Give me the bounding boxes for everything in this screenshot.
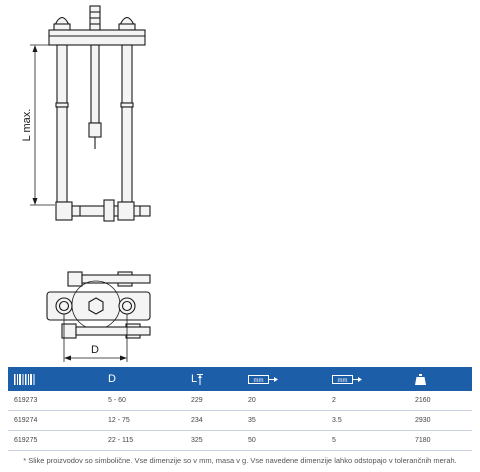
footnote: * Slike proizvodov so simbolične. Vse di… (23, 456, 457, 465)
cell-article: 619273 (14, 397, 38, 404)
cell-mass: 7180 (415, 437, 431, 444)
label-l-max: L max. (21, 109, 33, 142)
column-jaw-width: mm (332, 367, 362, 391)
cell-mass: 2160 (415, 397, 431, 404)
cell-jaw-width: 5 (332, 437, 336, 444)
jaw-width-unit: mm (338, 378, 348, 384)
cell-d: 5 - 60 (108, 397, 126, 404)
barcode-icon (14, 373, 35, 385)
column-d: D (108, 367, 116, 391)
cell-l: 229 (191, 397, 203, 404)
cell-mass: 2930 (415, 417, 431, 424)
column-jaw-depth: mm (248, 367, 278, 391)
table-row: 619273 5 - 60 229 20 2 2160 (8, 391, 472, 411)
spec-table-header: D L mm mm (8, 367, 472, 391)
table-row: 619274 12 - 75 234 35 3.5 2930 (8, 411, 472, 431)
jaw-width-icon: mm (332, 374, 362, 384)
puller-side-view (48, 5, 151, 222)
dimension-l-max (30, 44, 55, 206)
jaw-depth-icon: mm (248, 374, 278, 384)
column-mass (415, 367, 426, 391)
cell-jaw-depth: 20 (248, 397, 256, 404)
cell-jaw-depth: 35 (248, 417, 256, 424)
dimension-d (63, 314, 128, 362)
column-article (14, 367, 36, 391)
puller-top-view (46, 271, 151, 339)
weight-icon (415, 373, 426, 385)
cell-article: 619275 (14, 437, 38, 444)
label-d: D (91, 344, 99, 356)
cell-d: 12 - 75 (108, 417, 130, 424)
table-row: 619275 22 - 115 325 50 5 7180 (8, 431, 472, 451)
length-icon (197, 373, 204, 385)
column-l: L (191, 367, 204, 391)
column-d-label: D (108, 373, 116, 385)
spec-table-body: 619273 5 - 60 229 20 2 2160 619274 12 - … (8, 391, 472, 451)
cell-article: 619274 (14, 417, 38, 424)
jaw-depth-unit: mm (254, 378, 264, 384)
cell-l: 325 (191, 437, 203, 444)
cell-jaw-depth: 50 (248, 437, 256, 444)
cell-l: 234 (191, 417, 203, 424)
cell-d: 22 - 115 (108, 437, 134, 444)
cell-jaw-width: 3.5 (332, 417, 342, 424)
column-l-label: L (191, 373, 198, 385)
cell-jaw-width: 2 (332, 397, 336, 404)
technical-drawing: L max. D (21, 5, 151, 362)
